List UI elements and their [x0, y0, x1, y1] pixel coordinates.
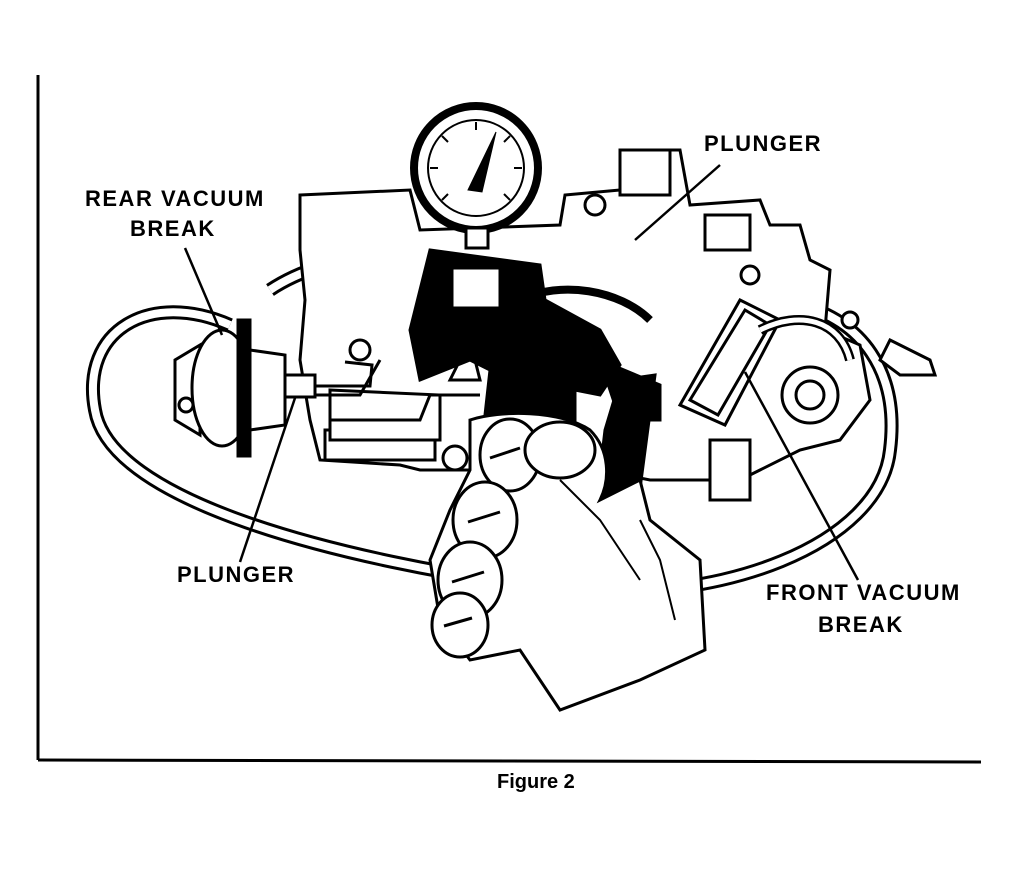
leader-front-vacuum-break	[743, 371, 860, 581]
label-plunger-bottom: PLUNGER	[177, 562, 296, 587]
vacuum-gauge	[410, 102, 542, 250]
leader-lines	[183, 164, 860, 581]
hand	[428, 411, 707, 712]
front-vacuum-break	[677, 298, 855, 427]
label-front-vacuum-break-line1: FRONT VACUUM	[766, 580, 961, 605]
label-rear-vacuum-break-line2: BREAK	[130, 216, 216, 241]
rear-plunger-rod	[315, 359, 480, 422]
label-front-vacuum-break-line2: BREAK	[818, 612, 904, 637]
rear-vacuum-break	[173, 318, 317, 458]
leader-plunger-top	[634, 164, 721, 241]
leader-plunger-bottom	[238, 397, 297, 563]
label-rear-vacuum-break-line1: REAR VACUUM	[85, 186, 265, 211]
label-plunger-top: PLUNGER	[704, 131, 823, 156]
frame-bottom-rule	[37, 758, 982, 764]
leader-rear-vacuum-break	[183, 247, 224, 336]
figure-caption: Figure 2	[497, 771, 575, 793]
